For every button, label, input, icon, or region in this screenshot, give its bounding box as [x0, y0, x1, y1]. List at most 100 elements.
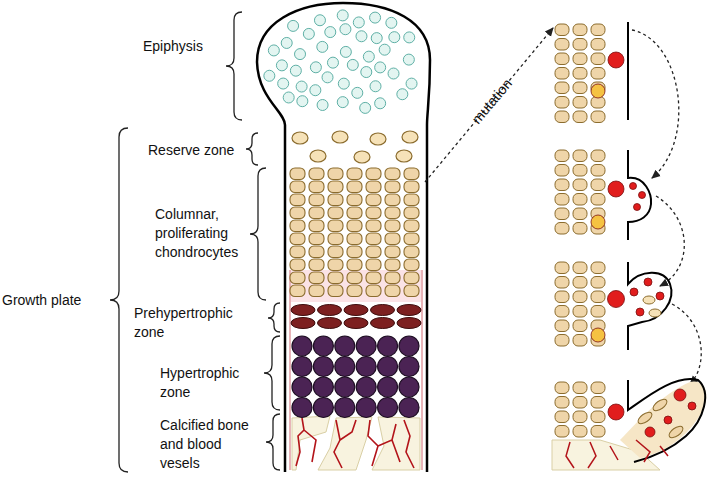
proliferating-cell: [555, 97, 569, 109]
blood-vessel: [296, 418, 316, 466]
proliferating-cell: [290, 246, 305, 258]
bracket: [226, 12, 242, 120]
epiphysis-cell: [370, 12, 381, 23]
reserve-cell: [332, 131, 348, 143]
mutant-cell: [608, 52, 624, 68]
proliferating-cell: [290, 259, 305, 271]
gap: [609, 181, 625, 197]
proliferating-cell: [347, 194, 362, 206]
proliferating-cell: [290, 285, 305, 297]
hypertrophic-cell: [313, 336, 333, 356]
proliferating-cell: [591, 53, 605, 65]
proliferating-cell: [573, 39, 587, 51]
mutant-cell: [674, 389, 686, 401]
hypertrophic-cell: [399, 398, 419, 418]
hypertrophic-cell: [399, 357, 419, 377]
proliferating-cell: [573, 320, 587, 332]
hypertrophic-cell: [356, 377, 376, 397]
proliferating-cell: [573, 277, 587, 289]
proliferating-cell: [555, 165, 569, 177]
bracket: [268, 303, 280, 332]
proliferating-cell: [385, 259, 400, 271]
proliferating-cell: [290, 181, 305, 193]
proliferating-cell: [385, 233, 400, 245]
epiphysis-cell: [297, 96, 308, 107]
proliferating-cell: [309, 181, 324, 193]
proliferating-cell: [309, 168, 324, 180]
step-arrow: [632, 30, 679, 178]
epiphysis-cell: [386, 17, 397, 28]
chondrocyte: [649, 309, 661, 317]
zone-label: Prehypertrophic zone: [134, 304, 246, 342]
prehypertrophic-cell: [291, 305, 315, 316]
epiphysis-cell: [347, 59, 358, 70]
proliferating-cell: [309, 233, 324, 245]
epiphysis-cell: [397, 89, 408, 100]
epiphysis-outline: [257, 3, 430, 125]
proliferating-cell: [366, 285, 381, 297]
epiphysis-cell: [283, 92, 294, 103]
proliferating-cell: [555, 277, 569, 289]
proliferating-cell: [347, 181, 362, 193]
zone-label: Epiphysis: [143, 37, 233, 56]
proliferating-cell: [591, 306, 605, 318]
step-arrow: [656, 196, 684, 286]
prehypertrophic-cell: [397, 318, 421, 329]
epiphysis-cell: [370, 81, 381, 92]
proliferating-cell: [573, 291, 587, 303]
epiphysis-cell: [327, 57, 338, 68]
chondrocyte: [651, 397, 669, 413]
daughter-cell: [664, 416, 672, 424]
epiphysis-cell: [338, 78, 349, 89]
epiphysis-cell: [363, 51, 374, 62]
proliferating-cell: [309, 220, 324, 232]
proliferating-cell: [591, 397, 605, 409]
reserve-cell: [396, 150, 412, 162]
epiphysis-cell: [371, 33, 382, 44]
proliferating-cell: [573, 262, 587, 274]
epiphysis-cell: [388, 68, 399, 79]
epiphysis-cell: [360, 102, 371, 113]
proliferating-cell: [347, 168, 362, 180]
proliferating-cell: [309, 259, 324, 271]
hypertrophic-cell: [292, 398, 312, 418]
proliferating-cell: [385, 194, 400, 206]
proliferating-cell: [385, 246, 400, 258]
bracket: [110, 128, 128, 472]
epiphysis-cell: [325, 27, 336, 38]
hypertrophic-cell: [313, 398, 333, 418]
mutant-cell: [608, 404, 624, 420]
hypertrophic-cell: [378, 377, 398, 397]
proliferating-cell: [555, 53, 569, 65]
reserve-cell: [370, 133, 386, 145]
proliferating-cell: [573, 306, 587, 318]
proliferating-cell: [573, 426, 587, 438]
blood-vessel: [404, 420, 414, 468]
proliferating-cell: [328, 246, 343, 258]
epiphysis-cell: [403, 54, 414, 65]
daughter-cell: [630, 183, 637, 190]
daughter-cell: [644, 278, 652, 286]
proliferating-cell: [366, 168, 381, 180]
prehypertrophic-cell: [371, 305, 395, 316]
daughter-cell: [634, 204, 641, 211]
proliferating-cell: [347, 272, 362, 284]
blood-vessel: [566, 442, 618, 468]
hypertrophic-cell: [356, 357, 376, 377]
epiphysis-cell: [379, 44, 390, 55]
hypertrophic-cell: [378, 336, 398, 356]
proliferating-cell: [328, 194, 343, 206]
proliferating-cell: [573, 335, 587, 347]
epiphysis-cell: [317, 41, 328, 52]
proliferating-cell: [573, 411, 587, 423]
hypertrophic-cell: [378, 398, 398, 418]
proliferating-cell: [347, 259, 362, 271]
epiphysis-cell: [288, 20, 299, 31]
hypertrophic-cell: [356, 398, 376, 418]
hypertrophic-cell: [292, 377, 312, 397]
proliferating-cell: [366, 246, 381, 258]
blood-vessel: [334, 420, 356, 468]
prehypertrophic-cell: [397, 305, 421, 316]
